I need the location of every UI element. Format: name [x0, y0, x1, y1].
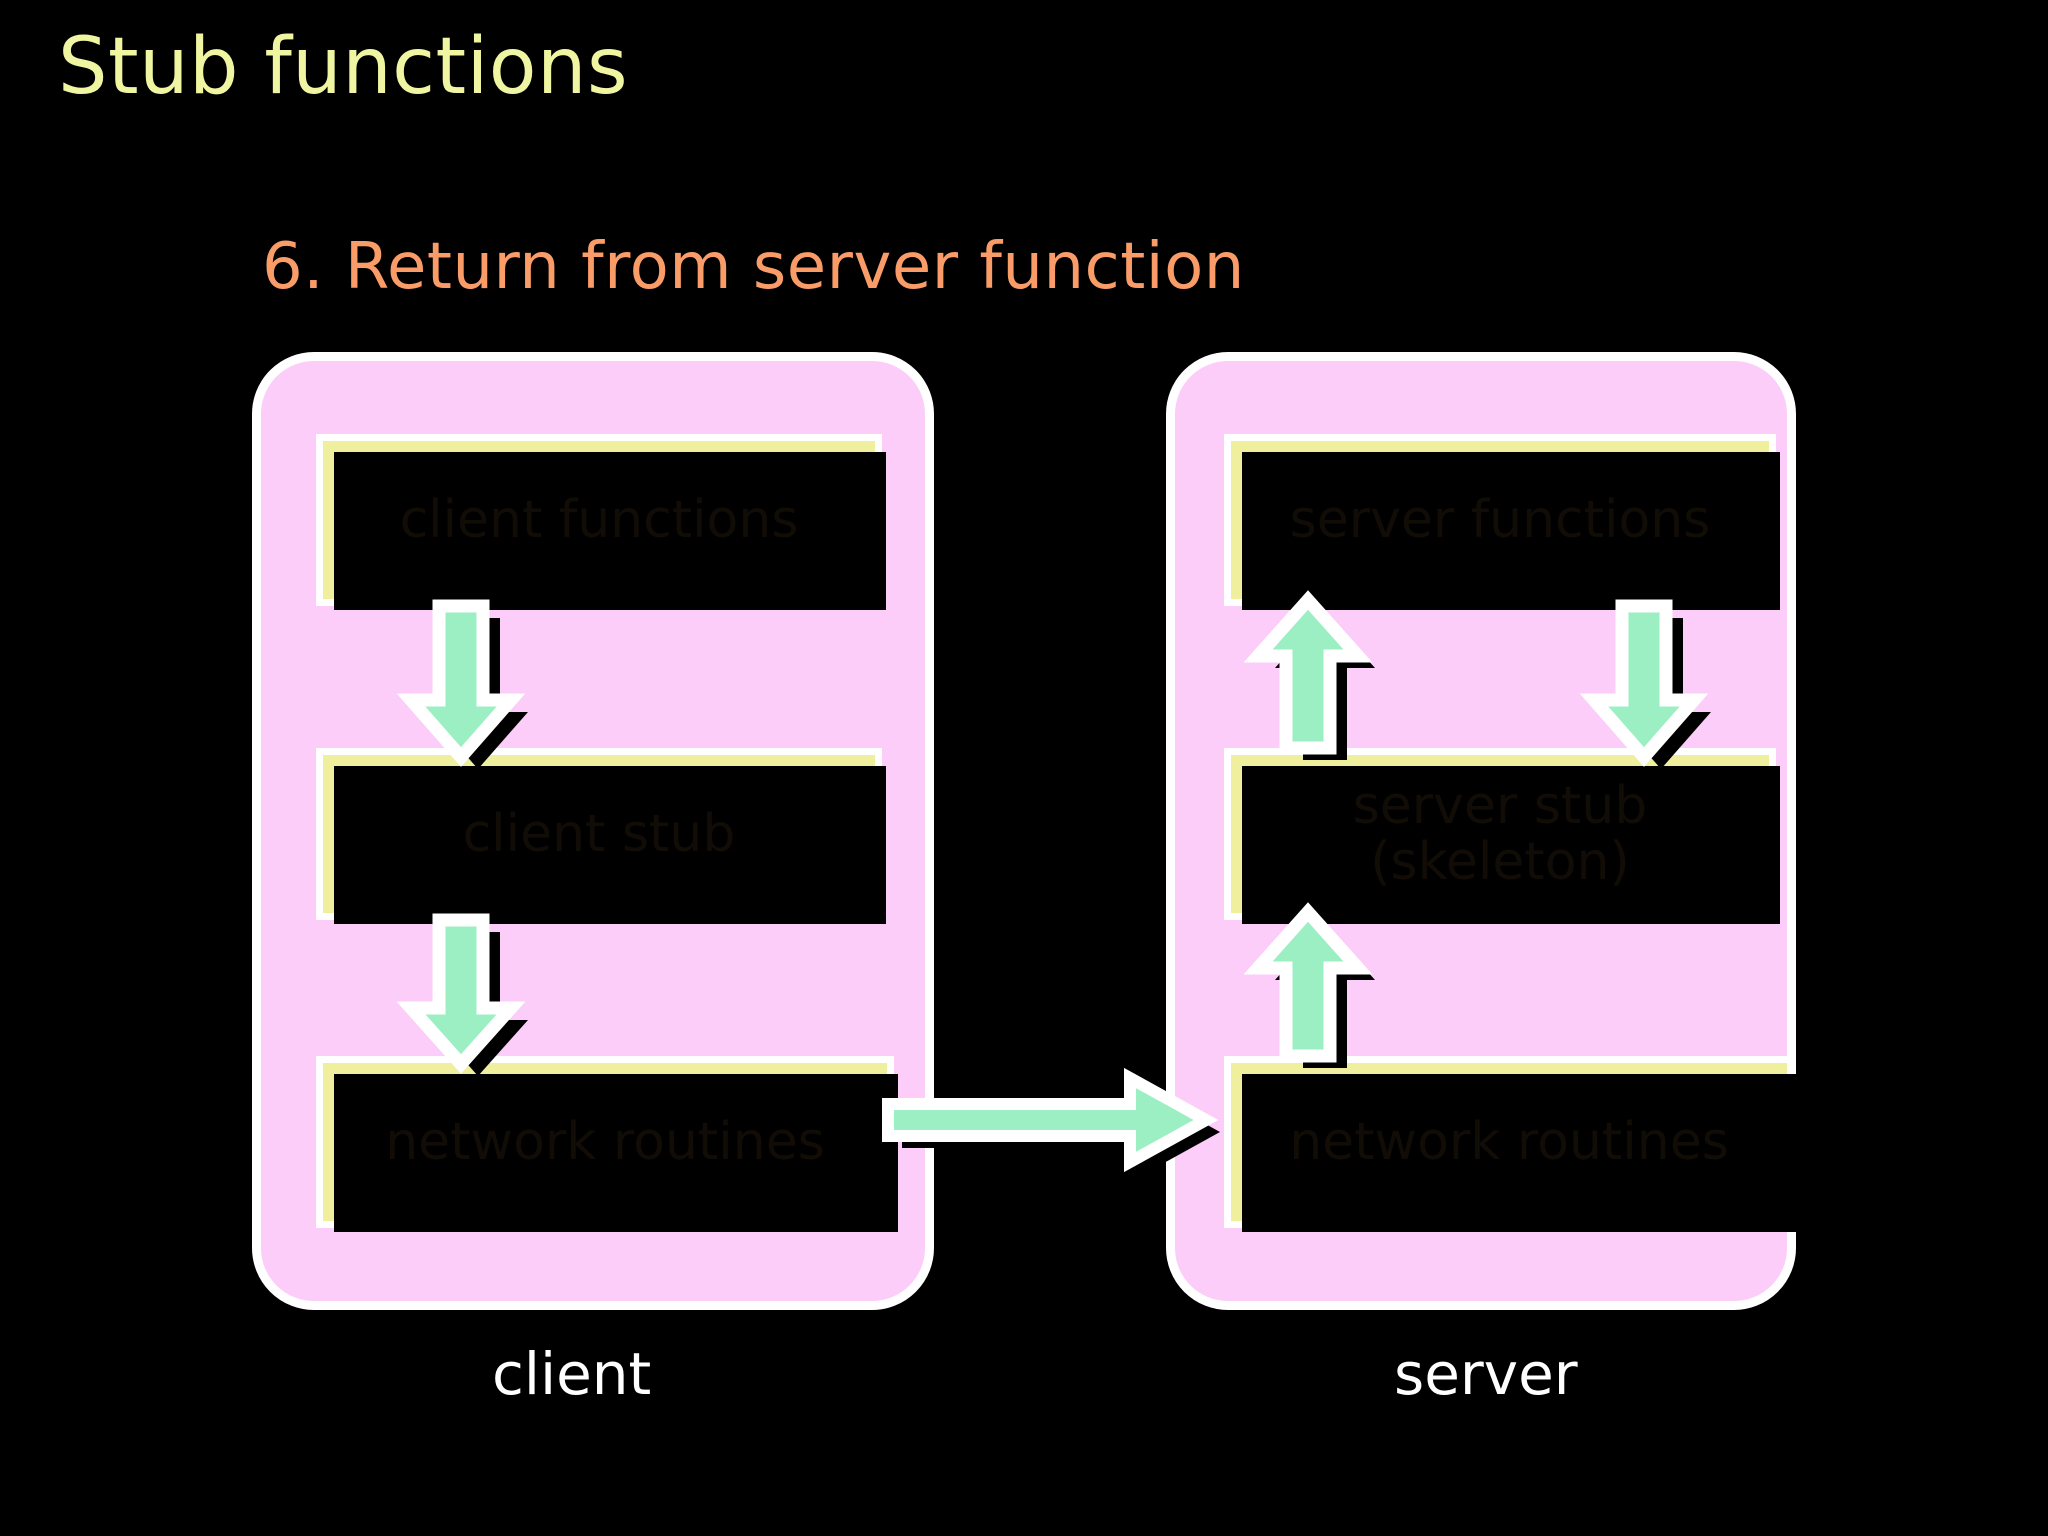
server-foot-label: server — [1394, 1340, 1578, 1408]
slide-step-subtitle: 6. Return from server function — [262, 230, 1245, 304]
box-server-functions: server functions — [1224, 434, 1780, 610]
page-title: Stub functions — [58, 22, 629, 112]
box-client-functions: client functions — [316, 434, 886, 610]
box-client-network-routines: network routines — [316, 1056, 898, 1232]
box-server-network-routines: network routines — [1224, 1056, 1798, 1232]
arrow-right-glyph — [882, 1067, 1219, 1173]
client-foot-label: client — [492, 1340, 652, 1408]
box-client-stub: client stub — [316, 748, 886, 924]
box-server-stub-skeleton: server stub (skeleton) — [1224, 748, 1780, 924]
